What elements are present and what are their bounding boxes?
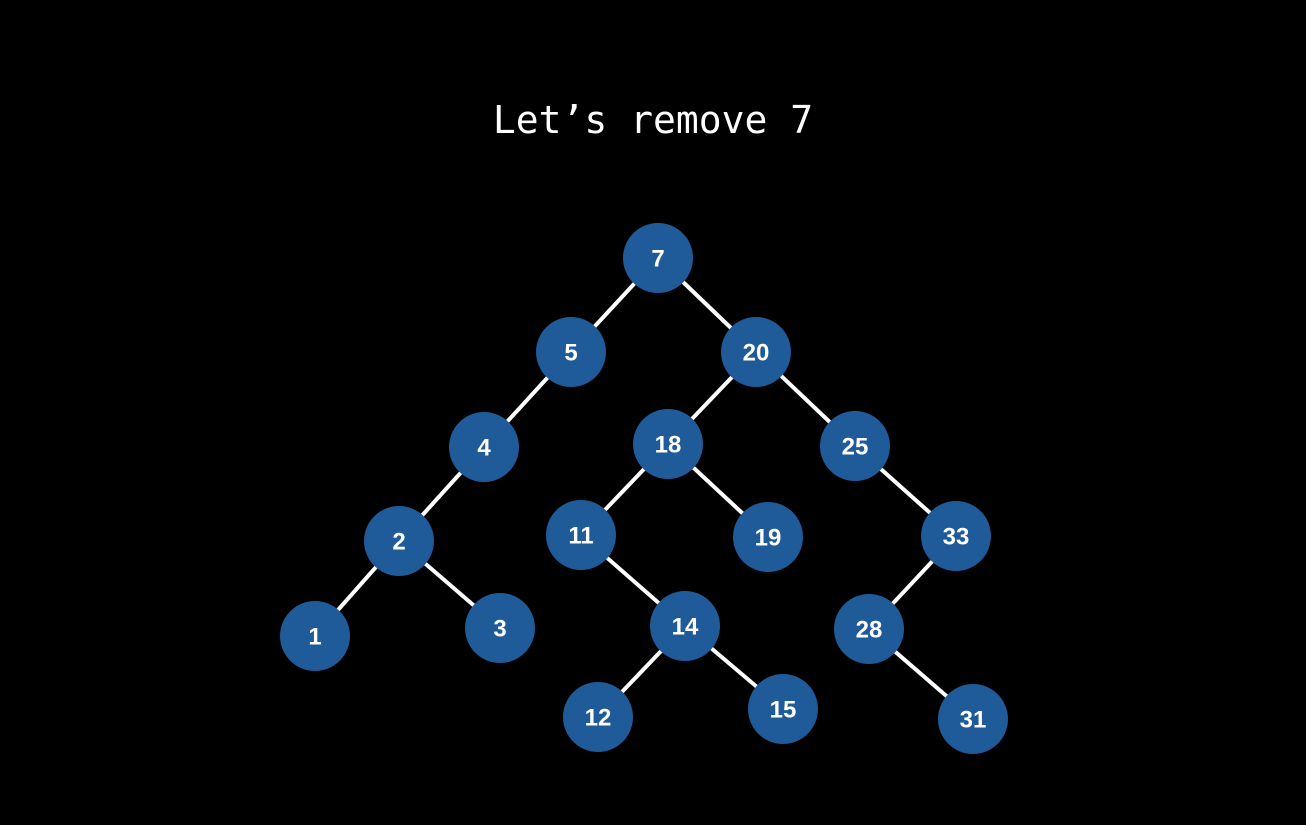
tree-node-label: 14 [672, 614, 699, 641]
tree-node-label: 18 [655, 432, 682, 459]
tree-node-28: 28 [834, 594, 904, 664]
tree-node-label: 28 [856, 617, 883, 644]
tree-node-circle [820, 411, 890, 481]
tree-node-circle [546, 500, 616, 570]
tree-node-label: 11 [568, 523, 593, 550]
tree-node-label: 25 [842, 434, 869, 461]
tree-node-circle [650, 591, 720, 661]
tree-node-circle [280, 601, 350, 671]
tree-node-11: 11 [546, 500, 616, 570]
tree-node-circle [633, 409, 703, 479]
tree-node-18: 18 [633, 409, 703, 479]
tree-node-circle [364, 506, 434, 576]
tree-node-20: 20 [721, 317, 791, 387]
tree-node-33: 33 [921, 501, 991, 571]
tree-node-label: 4 [477, 435, 491, 462]
tree-node-circle [536, 317, 606, 387]
tree-node-circle [563, 682, 633, 752]
tree-node-2: 2 [364, 506, 434, 576]
tree-node-31: 31 [938, 684, 1008, 754]
tree-node-19: 19 [733, 502, 803, 572]
tree-node-label: 2 [392, 529, 405, 556]
tree-node-3: 3 [465, 593, 535, 663]
tree-node-label: 19 [755, 525, 782, 552]
tree-node-label: 15 [770, 697, 797, 724]
tree-node-label: 31 [960, 707, 987, 734]
tree-node-label: 12 [585, 705, 612, 732]
tree-node-14: 14 [650, 591, 720, 661]
tree-node-7: 7 [623, 223, 693, 293]
tree-node-circle [623, 223, 693, 293]
tree-node-label: 3 [493, 616, 506, 643]
tree-node-label: 33 [943, 524, 970, 551]
tree-node-circle [721, 317, 791, 387]
tree-node-circle [449, 412, 519, 482]
tree-node-25: 25 [820, 411, 890, 481]
tree-node-label: 20 [743, 340, 770, 367]
tree-node-1: 1 [280, 601, 350, 671]
tree-node-circle [834, 594, 904, 664]
tree-node-circle [938, 684, 1008, 754]
tree-node-label: 5 [564, 340, 577, 367]
tree-node-circle [733, 502, 803, 572]
tree-node-4: 4 [449, 412, 519, 482]
tree-node-circle [748, 674, 818, 744]
tree-node-5: 5 [536, 317, 606, 387]
tree-node-label: 1 [308, 624, 321, 651]
tree-node-circle [465, 593, 535, 663]
tree-nodes: 7 5 20 4 18 25 2 11 19 33 1 3 14 28 12 15 31 [280, 223, 1008, 754]
tree-node-circle [921, 501, 991, 571]
tree-node-15: 15 [748, 674, 818, 744]
tree-node-label: 7 [651, 246, 664, 273]
slide-title: Let’s remove 7 [492, 98, 814, 142]
tree-node-12: 12 [563, 682, 633, 752]
